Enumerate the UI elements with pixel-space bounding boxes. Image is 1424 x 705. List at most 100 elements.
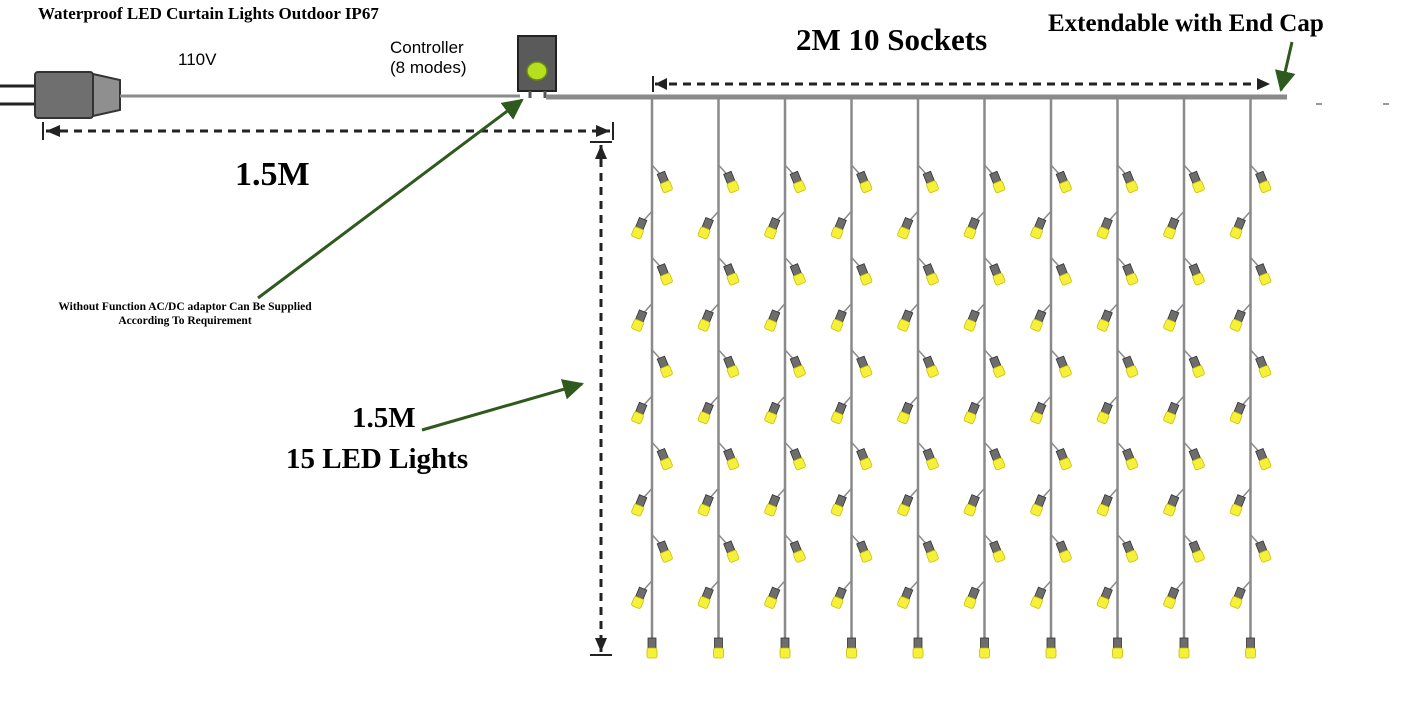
led-bulb (830, 216, 847, 240)
led-bulb (656, 540, 673, 563)
led-bulb (1030, 309, 1047, 332)
led-strand (764, 99, 806, 659)
led-bulb (789, 540, 806, 563)
led-bulb (963, 309, 980, 332)
led-bulb (897, 401, 914, 425)
led-strand (697, 99, 740, 659)
led-bulb (1178, 637, 1190, 659)
led-bulb (1255, 540, 1272, 563)
led-bulb (723, 263, 740, 286)
led-bulb (979, 637, 990, 659)
led-bulb (830, 309, 847, 332)
led-strand (830, 99, 873, 659)
led-bulb (963, 216, 980, 240)
led-bulb (856, 447, 873, 471)
led-bulb (1229, 216, 1246, 240)
led-bulb (897, 216, 914, 240)
led-bulb (723, 447, 740, 471)
led-strand (1163, 99, 1205, 659)
adaptor-pointer-arrow (257, 98, 524, 300)
led-bulb (631, 401, 648, 425)
led-bulb (1112, 637, 1123, 659)
led-bulb (1096, 586, 1113, 609)
top-dimension-arrow (652, 76, 1270, 92)
led-bulb (1030, 216, 1047, 240)
power-plug (0, 71, 121, 119)
led-bulb (1055, 447, 1072, 471)
led-bulb (789, 263, 806, 286)
end-cap-label: Extendable with End Cap (1048, 10, 1324, 37)
led-strands (631, 99, 1272, 659)
led-bulb (697, 494, 714, 517)
led-bulb (1096, 494, 1113, 517)
led-bulb (631, 494, 648, 517)
led-bulb (1163, 401, 1180, 425)
led-bulb (1096, 216, 1113, 240)
led-bulb (697, 586, 714, 609)
led-bulb (656, 355, 673, 378)
led-bulb (646, 637, 658, 659)
led-bulb (963, 586, 980, 609)
led-bulb (1163, 216, 1180, 240)
led-strand (1096, 99, 1139, 659)
led-bulb (830, 586, 847, 609)
led-bulb (723, 170, 740, 194)
cord-dimension-arrow (42, 122, 614, 140)
led-bulb (922, 447, 939, 471)
led-bulb (922, 170, 939, 194)
led-bulb (1255, 170, 1272, 194)
led-bulb (764, 494, 781, 517)
led-bulb (922, 263, 939, 286)
led-bulb (1255, 447, 1272, 471)
led-bulb (1188, 355, 1205, 378)
led-strand (631, 99, 673, 659)
product-title: Waterproof LED Curtain Lights Outdoor IP… (38, 4, 379, 23)
led-bulb (846, 637, 857, 659)
led-bulb (1030, 494, 1047, 517)
top-length-label: 2M 10 Sockets (796, 22, 988, 57)
led-bulb (1096, 401, 1113, 425)
led-bulb (1122, 540, 1139, 563)
led-strand (897, 99, 939, 659)
led-bulb (1122, 355, 1139, 378)
led-bulb (764, 309, 781, 332)
led-bulb (963, 494, 980, 517)
led-bulb (856, 263, 873, 286)
voltage-label: 110V (178, 50, 217, 69)
led-count-label: 15 LED Lights (286, 443, 469, 475)
led-bulb (897, 309, 914, 332)
led-bulb (1188, 447, 1205, 471)
led-bulb (1045, 637, 1057, 659)
led-bulb (656, 263, 673, 286)
led-bulb (1163, 494, 1180, 517)
led-bulb (1229, 309, 1246, 332)
led-bulb (764, 401, 781, 425)
led-bulb (1122, 170, 1139, 194)
led-bulb (697, 216, 714, 240)
led-bulb (856, 170, 873, 194)
led-bulb (963, 401, 980, 425)
led-bulb (1188, 170, 1205, 194)
led-bulb (656, 170, 673, 194)
drop-pointer-arrow (421, 379, 585, 432)
led-bulb (789, 355, 806, 378)
adaptor-note-line2: According To Requirement (118, 315, 252, 327)
led-bulb (1188, 263, 1205, 286)
led-bulb (1229, 494, 1246, 517)
led-bulb (1255, 355, 1272, 378)
cord-length-label: 1.5M (235, 156, 310, 193)
led-strand (1229, 99, 1272, 659)
led-bulb (1096, 309, 1113, 332)
led-bulb (1229, 401, 1246, 425)
led-bulb (1030, 401, 1047, 425)
drop-length-label: 1.5M (352, 402, 416, 434)
led-bulb (697, 401, 714, 425)
led-bulb (697, 309, 714, 332)
led-bulb (856, 540, 873, 563)
led-bulb (1055, 355, 1072, 378)
led-bulb (856, 355, 873, 378)
led-bulb (631, 586, 648, 609)
led-bulb (1229, 586, 1246, 609)
